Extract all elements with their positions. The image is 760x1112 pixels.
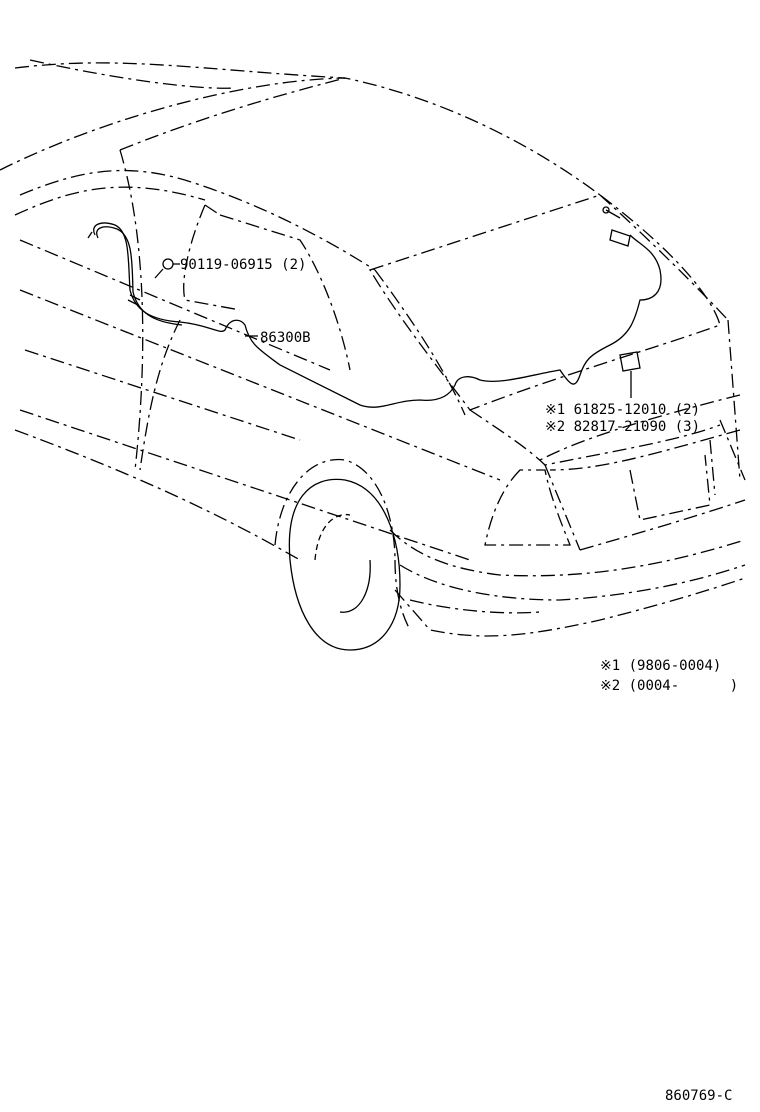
caution-label: [619, 351, 641, 372]
bolt-callout: 90119-06915 (2): [180, 257, 306, 273]
rear-bumper: [389, 529, 746, 637]
car-body-outline: [0, 59, 741, 561]
leader-lines: [173, 263, 632, 398]
bolt-90119: [127, 258, 174, 306]
note-1: ※1 (9806-0004): [600, 658, 721, 674]
antenna-wire: [87, 222, 662, 408]
figure-id: 860769-C: [665, 1088, 732, 1104]
note-2: ※2 (0004- ): [600, 678, 738, 694]
part2-callout: ※2 82817-21090 (3): [545, 419, 700, 435]
antenna-amplifier: [602, 206, 631, 247]
trunk-outline: [469, 409, 746, 551]
rear-window: [369, 194, 721, 416]
tail-lamp: [484, 469, 571, 546]
harness-callout: 86300B: [260, 330, 311, 346]
rear-wheel: [274, 458, 411, 651]
quarter-window: [139, 204, 351, 471]
part1-callout: ※1 61825-12010 (2): [545, 402, 700, 418]
